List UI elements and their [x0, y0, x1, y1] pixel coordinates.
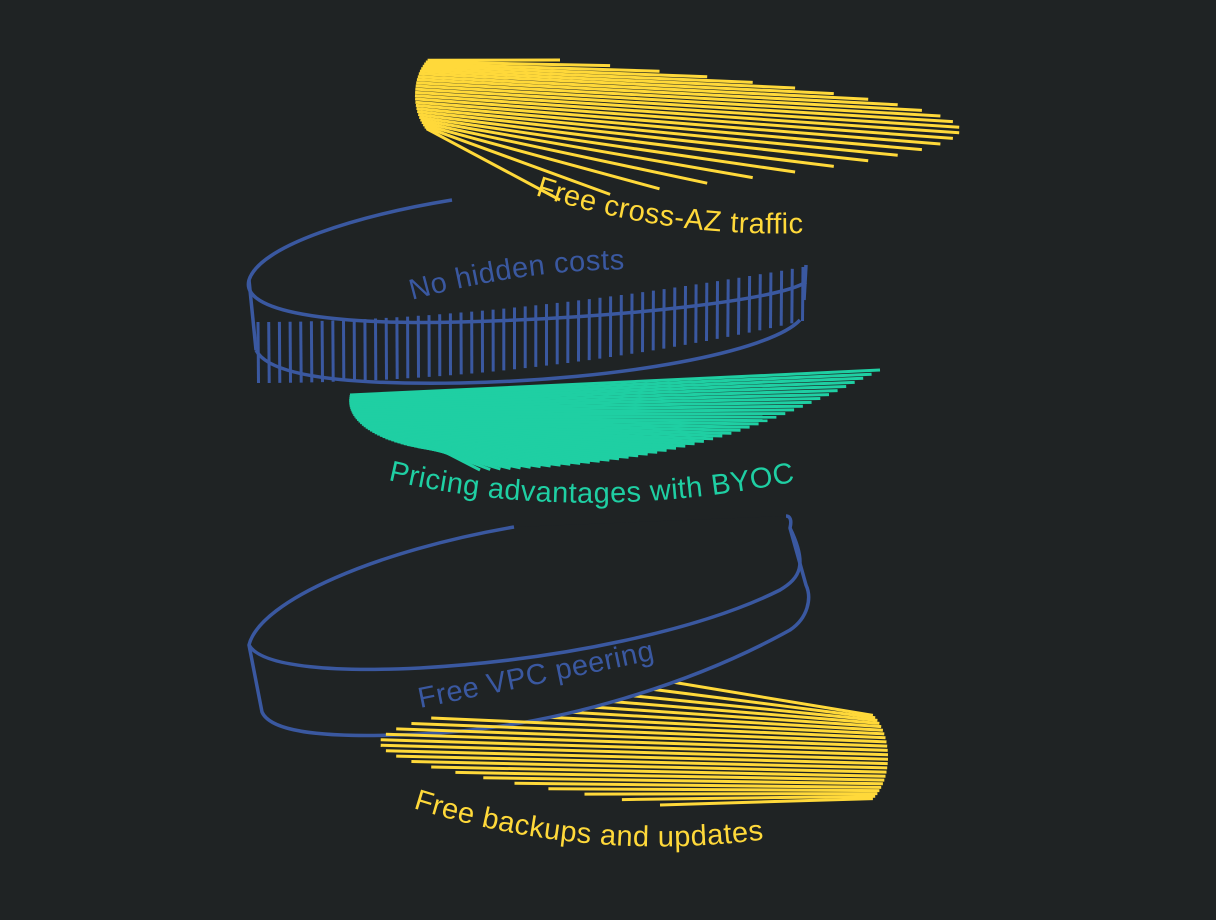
yellow-ray — [425, 127, 561, 202]
ring-stripe — [267, 321, 271, 384]
yellow-ray — [385, 749, 888, 766]
teal-ray — [365, 425, 714, 441]
yellow-ray — [417, 110, 869, 163]
blue-outline-ring — [247, 514, 811, 738]
label-no-hidden-costs-path: No hidden costs — [406, 244, 625, 306]
teal-ray — [349, 393, 830, 408]
label-no-hidden-costs: No hidden costs — [406, 244, 625, 306]
yellow-ray — [414, 94, 960, 135]
lower-ring-body — [247, 514, 811, 738]
yellow-ray — [415, 90, 960, 129]
teal-ray — [360, 421, 741, 432]
yellow-ray — [424, 62, 660, 73]
yellow-ray — [419, 69, 796, 90]
yellow-ray — [396, 754, 888, 770]
label-pricing-advantages-byoc: Pricing advantages with BYOC — [386, 456, 797, 510]
yellow-ray — [415, 103, 923, 152]
yellow-ray — [422, 64, 708, 79]
teal-ray — [355, 416, 768, 423]
teal-ray — [354, 414, 777, 419]
yellow-ray — [584, 792, 878, 796]
label-free-cross-az-traffic-path: Free cross-AZ traffic — [533, 171, 803, 240]
yellow-ray — [416, 81, 922, 112]
ring-stripe — [758, 274, 762, 331]
ring-stripe — [256, 321, 260, 384]
ring-right-wall — [802, 264, 808, 301]
yellow-ray-fan-top — [414, 58, 960, 202]
yellow-ray — [416, 78, 898, 107]
yellow-ray — [385, 732, 888, 752]
yellow-ray — [418, 113, 834, 168]
yellow-ray — [421, 120, 708, 185]
ring-top-edge — [246, 198, 807, 325]
ring-stripe — [801, 266, 805, 322]
teal-ray — [367, 427, 704, 443]
teal-ray — [353, 412, 786, 416]
label-free-cross-az-traffic: Free cross-AZ traffic — [533, 171, 804, 240]
yellow-ray — [417, 75, 869, 101]
ring-left-wall — [247, 279, 258, 351]
teal-ray — [358, 419, 750, 429]
teal-ray — [352, 408, 795, 415]
teal-ray — [350, 400, 812, 411]
teal-ray — [356, 417, 759, 426]
yellow-ray — [621, 794, 876, 802]
yellow-ray — [421, 67, 753, 84]
ring-stripe — [299, 321, 303, 383]
ring-stripes — [256, 266, 805, 384]
teal-ray — [349, 368, 881, 397]
label-pricing-advantages-byoc-path: Pricing advantages with BYOC — [386, 456, 796, 510]
yellow-ray — [659, 678, 874, 717]
yellow-ray — [431, 716, 886, 740]
yellow-ray — [455, 770, 885, 782]
teal-ray — [350, 397, 821, 409]
teal-ray — [349, 380, 855, 402]
yellow-ray — [396, 727, 888, 748]
yellow-ray — [424, 125, 611, 196]
teal-ray — [372, 429, 686, 448]
yellow-ray — [380, 738, 889, 757]
yellow-ray — [380, 743, 889, 761]
yellow-ray — [414, 97, 954, 140]
teal-ray — [349, 372, 872, 399]
yellow-ray — [415, 100, 941, 146]
yellow-ray — [415, 87, 953, 124]
yellow-ray — [425, 60, 611, 68]
teal-ray — [349, 389, 838, 406]
teal-ray-fan — [349, 368, 881, 472]
teal-ray — [363, 424, 723, 438]
yellow-ray — [659, 797, 873, 807]
yellow-ray — [621, 683, 876, 720]
yellow-ray — [483, 776, 883, 786]
yellow-ray — [411, 722, 887, 744]
yellow-ray — [422, 123, 660, 191]
teal-ray — [351, 404, 803, 413]
teal-ray — [349, 376, 864, 401]
yellow-ray — [418, 115, 796, 174]
yellow-ray — [411, 760, 887, 774]
yellow-ray — [431, 765, 886, 778]
yellow-ray — [415, 84, 941, 118]
teal-ray — [369, 428, 695, 446]
teal-ray — [349, 385, 847, 404]
yellow-ray — [548, 787, 880, 793]
yellow-ray-fan-bottom-front — [380, 716, 889, 807]
yellow-ray — [416, 107, 898, 157]
yellow-ray — [514, 781, 882, 789]
lower-ring-top-edge — [247, 527, 802, 672]
yellow-ray — [420, 118, 753, 180]
teal-ray — [361, 422, 732, 435]
ring-stripe — [790, 268, 794, 324]
yellow-ray — [418, 72, 834, 96]
